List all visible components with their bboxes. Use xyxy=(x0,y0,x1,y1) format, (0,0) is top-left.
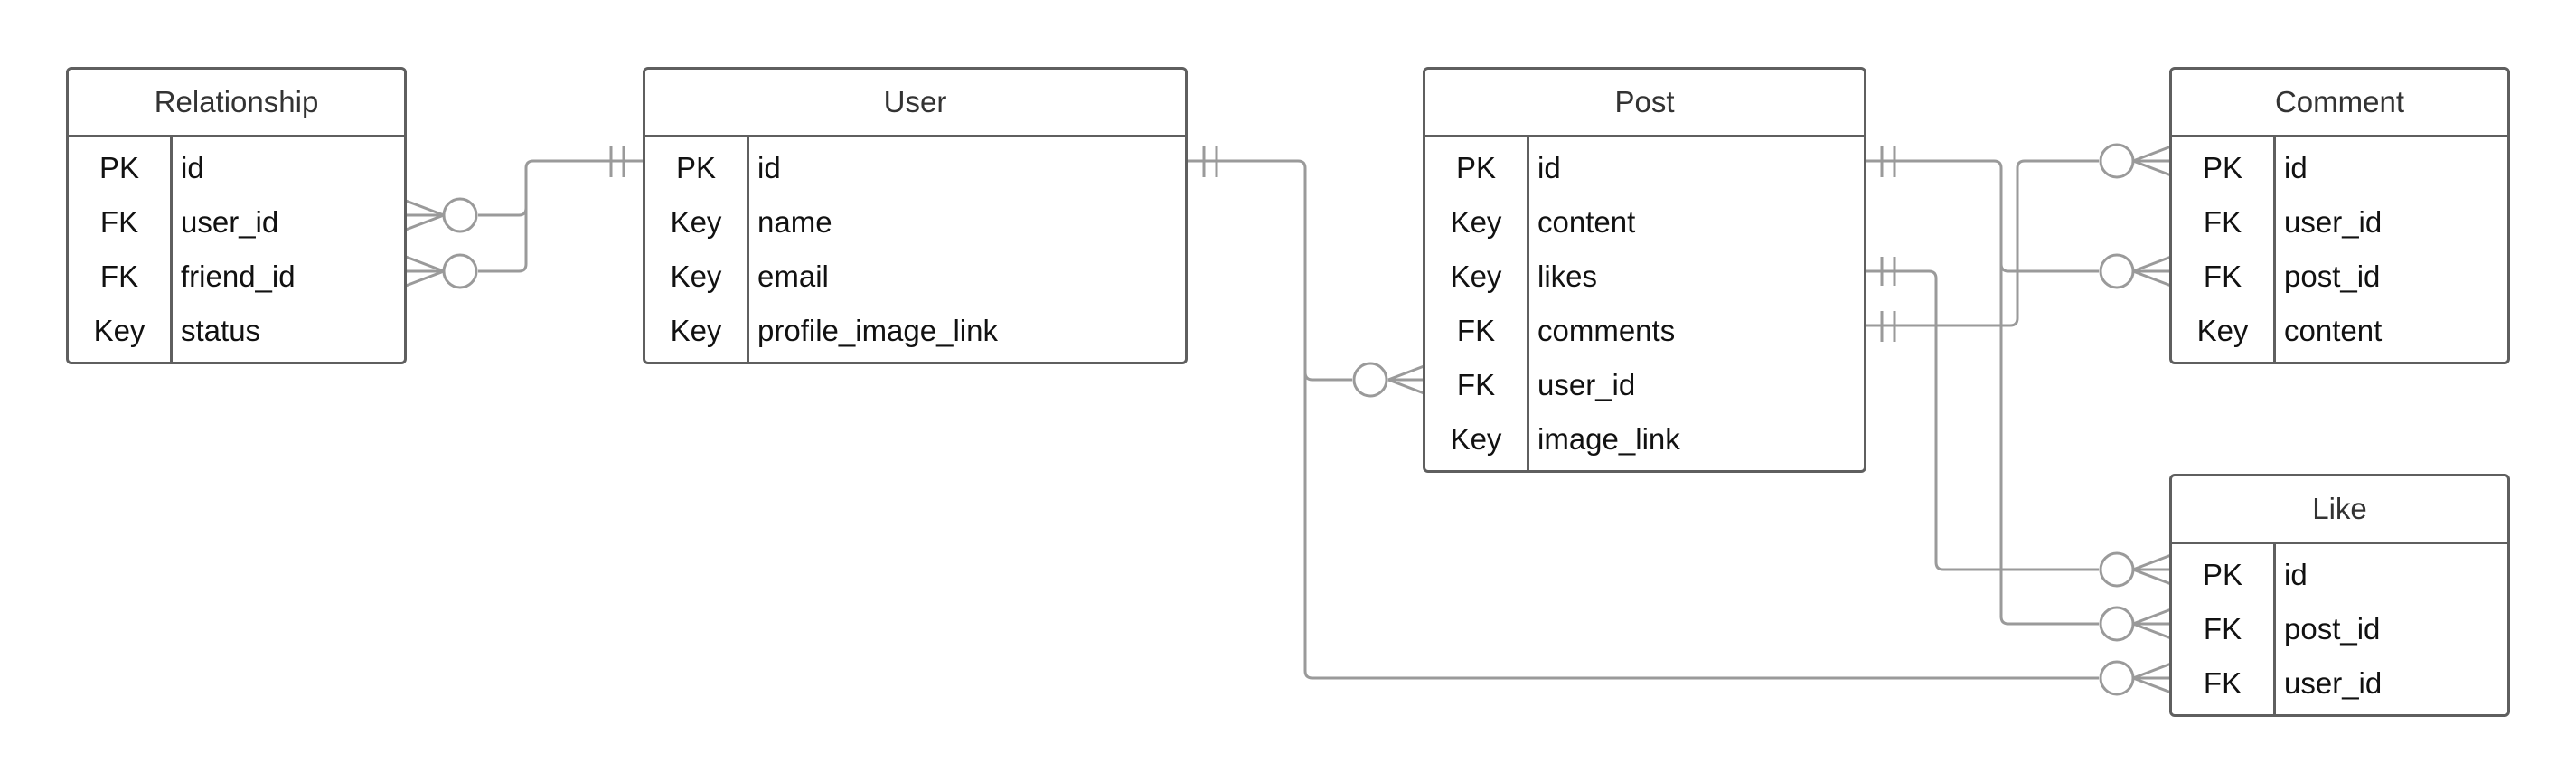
field-name: id xyxy=(757,151,781,184)
key-type: Key xyxy=(93,314,146,347)
connector-user-post-like xyxy=(1186,159,2099,680)
one-only-marker-user-relationship xyxy=(609,146,625,177)
key-type: FK xyxy=(99,205,139,239)
crowfoot-marker-like-post-id xyxy=(2099,606,2172,642)
key-type: Key xyxy=(1450,259,1502,293)
entity-row: PK id xyxy=(645,141,1185,195)
key-type: Key xyxy=(2196,314,2249,347)
field-name: name xyxy=(757,205,832,239)
field-name: profile_image_link xyxy=(757,314,998,347)
key-type: FK xyxy=(2203,666,2242,700)
entity-row: Key image_link xyxy=(1425,412,1864,467)
entity-row: PK id xyxy=(69,141,404,195)
crowfoot-marker-relationship-user-id xyxy=(405,197,478,233)
key-type: Key xyxy=(1450,422,1502,456)
entity-row: PK id xyxy=(2172,548,2507,602)
entity-title: User xyxy=(645,70,1185,137)
field-name: post_id xyxy=(2284,259,2381,293)
key-type: Key xyxy=(670,314,722,347)
field-name: status xyxy=(181,314,261,347)
key-type: FK xyxy=(2203,259,2242,293)
one-only-marker-post-id xyxy=(1880,146,1896,177)
key-type: FK xyxy=(99,259,139,293)
entity-row: FK user_id xyxy=(2172,656,2507,711)
one-only-marker-user xyxy=(1202,146,1218,177)
key-type: PK xyxy=(99,151,140,184)
field-name: likes xyxy=(1537,259,1598,293)
entity-title: Relationship xyxy=(69,70,404,137)
field-name: content xyxy=(1537,205,1636,239)
field-name: id xyxy=(181,151,204,184)
entity-title: Like xyxy=(2172,476,2507,544)
key-type: FK xyxy=(2203,612,2242,646)
entity-row: Key content xyxy=(1425,195,1864,250)
connector-post-comments-comment xyxy=(1866,159,2099,327)
field-name: id xyxy=(2284,151,2308,184)
key-type: FK xyxy=(2203,205,2242,239)
key-type: FK xyxy=(1456,314,1496,347)
entity-title: Post xyxy=(1425,70,1864,137)
entity-row: PK id xyxy=(1425,141,1864,195)
entity-title: Comment xyxy=(2172,70,2507,137)
entity-row: FK post_id xyxy=(2172,602,2507,656)
entity-row: FK comments xyxy=(1425,304,1864,358)
crowfoot-marker-comment-id xyxy=(2099,143,2172,179)
crowfoot-marker-like-id xyxy=(2099,551,2172,588)
crowfoot-marker-comment-post-id xyxy=(2099,253,2172,289)
field-name: user_id xyxy=(1537,368,1636,401)
entity-row: Key name xyxy=(645,195,1185,250)
entity-row: FK user_id xyxy=(2172,195,2507,250)
entity-row: Key content xyxy=(2172,304,2507,358)
key-type: Key xyxy=(670,205,722,239)
entity-row: Key profile_image_link xyxy=(645,304,1185,358)
field-name: post_id xyxy=(2284,612,2381,646)
field-name: comments xyxy=(1537,314,1676,347)
key-type: PK xyxy=(675,151,717,184)
crowfoot-marker-relationship-friend-id xyxy=(405,253,478,289)
entity-comment[interactable]: Comment PK id FK user_id FK post_id Key cont… xyxy=(2169,67,2510,364)
entity-row: Key likes xyxy=(1425,250,1864,304)
field-name: image_link xyxy=(1537,422,1680,456)
entity-row: FK post_id xyxy=(2172,250,2507,304)
field-name: id xyxy=(2284,558,2308,591)
entity-row: FK user_id xyxy=(69,195,404,250)
one-only-marker-post-comments xyxy=(1880,311,1896,342)
connector-user-relationship xyxy=(478,159,644,273)
field-name: user_id xyxy=(181,205,279,239)
entity-row: FK friend_id xyxy=(69,250,404,304)
field-name: friend_id xyxy=(181,259,296,293)
key-type: Key xyxy=(670,259,722,293)
crowfoot-marker-like-user-id xyxy=(2099,660,2172,696)
entity-row: Key email xyxy=(645,250,1185,304)
field-name: user_id xyxy=(2284,205,2383,239)
key-type: PK xyxy=(2202,151,2243,184)
field-name: id xyxy=(1537,151,1561,184)
key-type: PK xyxy=(1455,151,1497,184)
connector-post-comment-like xyxy=(1866,159,2099,626)
entity-row: PK id xyxy=(2172,141,2507,195)
connector-post-likes-like xyxy=(1866,269,2099,571)
entity-row: FK user_id xyxy=(1425,358,1864,412)
one-only-marker-post-likes xyxy=(1880,257,1896,286)
key-type: Key xyxy=(1450,205,1502,239)
key-type: PK xyxy=(2202,558,2243,591)
crowfoot-marker-post-user-id xyxy=(1352,362,1427,398)
key-type: FK xyxy=(1456,368,1496,401)
entity-row: Key status xyxy=(69,304,404,358)
entity-user[interactable]: User PK id Key name Key email Key profile_im… xyxy=(643,67,1188,364)
field-name: content xyxy=(2284,314,2383,347)
entity-post[interactable]: Post PK id Key content Key likes FK comments… xyxy=(1423,67,1866,473)
entity-like[interactable]: Like PK id FK post_id FK user_id xyxy=(2169,474,2510,717)
field-name: email xyxy=(757,259,829,293)
field-name: user_id xyxy=(2284,666,2383,700)
